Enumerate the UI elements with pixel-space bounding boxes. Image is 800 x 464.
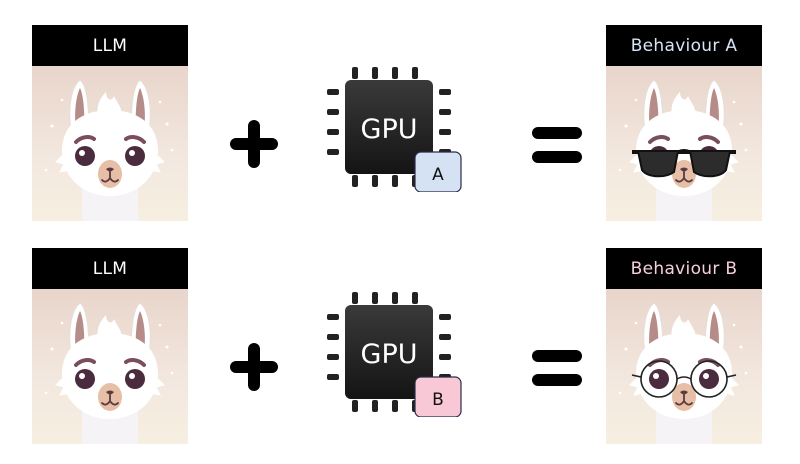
chip-pin [372, 400, 378, 412]
llama-sunglasses-image [606, 66, 762, 221]
gpu-variant-label: A [432, 165, 444, 185]
chip-pin [412, 292, 418, 304]
behaviour-card-b: Behaviour B [606, 248, 762, 444]
llama-round-glasses-icon [618, 302, 748, 444]
chip-pin [392, 67, 398, 79]
gpu-variant-label: B [432, 390, 444, 410]
chip-pin [352, 67, 358, 79]
chip-pin [439, 109, 451, 115]
plus-icon [230, 120, 278, 168]
gpu-chip-b: GPU B [325, 287, 465, 418]
chip-body [345, 305, 433, 399]
gpu-label: GPU [361, 114, 418, 145]
chip-pin [439, 334, 451, 340]
llama-image [32, 66, 188, 221]
chip-pin [439, 89, 451, 95]
chip-pin [327, 149, 339, 155]
gpu-chip-icon: GPU A [327, 67, 462, 193]
llm-label: LLM [32, 248, 188, 289]
llm-card-b: LLM [32, 248, 188, 444]
chip-pin [327, 129, 339, 135]
chip-pin [439, 129, 451, 135]
chip-pin [392, 292, 398, 304]
chip-pin [439, 354, 451, 360]
llama-icon [44, 79, 174, 221]
chip-pin [327, 89, 339, 95]
llama-sunglasses-icon [618, 79, 748, 221]
chip-pin [327, 109, 339, 115]
chip-pin [392, 175, 398, 187]
chip-pin [372, 292, 378, 304]
chip-pin [439, 314, 451, 320]
chip-pin [372, 67, 378, 79]
chip-pin [412, 67, 418, 79]
equals-icon [532, 127, 582, 163]
llama-icon [44, 302, 174, 444]
llama-round-glasses-image [606, 289, 762, 444]
chip-pin [372, 175, 378, 187]
chip-pin [327, 374, 339, 380]
chip-pin [352, 400, 358, 412]
chip-pin [352, 292, 358, 304]
plus-icon [230, 343, 278, 391]
chip-pin [327, 314, 339, 320]
chip-pin [352, 175, 358, 187]
chip-pin [327, 334, 339, 340]
behaviour-label: Behaviour A [606, 25, 762, 66]
llm-card-a: LLM [32, 25, 188, 221]
equals-icon [532, 350, 582, 386]
llm-label: LLM [32, 25, 188, 66]
llama-image [32, 289, 188, 444]
behaviour-card-a: Behaviour A [606, 25, 762, 221]
behaviour-label: Behaviour B [606, 248, 762, 289]
gpu-chip-a: GPU A [325, 62, 465, 193]
chip-body [345, 80, 433, 174]
chip-pin [327, 354, 339, 360]
gpu-label: GPU [361, 339, 418, 370]
gpu-chip-icon: GPU B [327, 292, 462, 418]
chip-pin [392, 400, 398, 412]
